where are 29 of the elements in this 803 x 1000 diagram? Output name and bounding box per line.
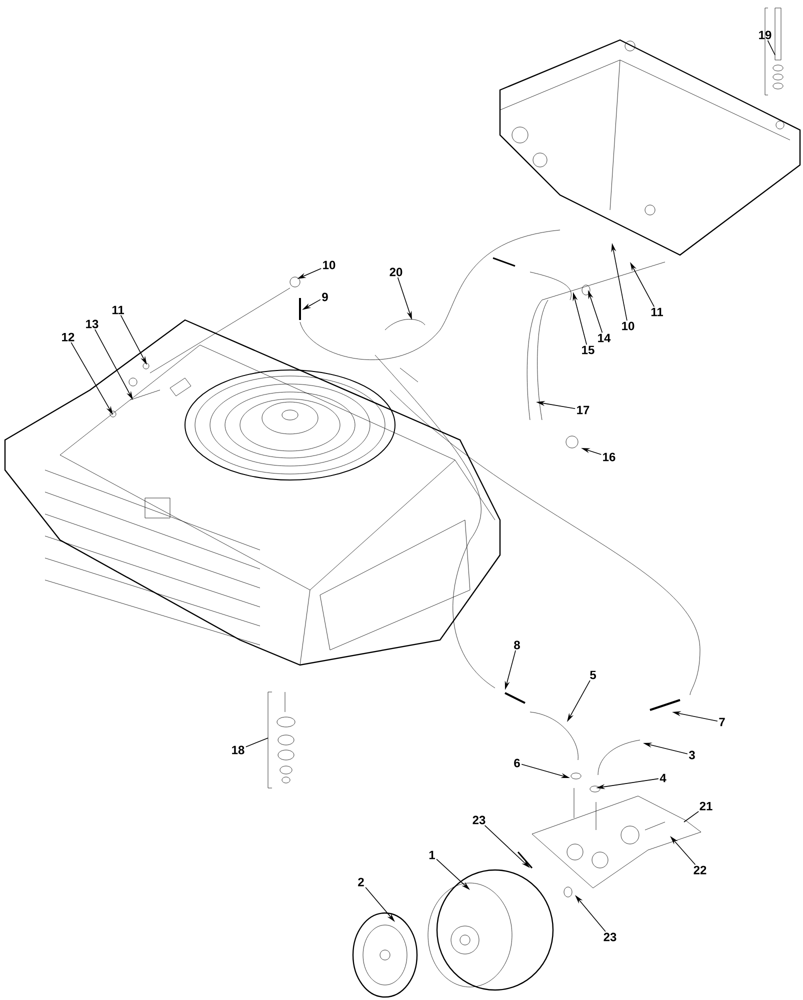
- callout-number: 17: [577, 406, 590, 414]
- callout-number: 10: [622, 322, 634, 330]
- callout-number: 12: [62, 332, 74, 342]
- callout-number: 10: [323, 260, 336, 270]
- callout-number: 14: [598, 334, 611, 342]
- callout-number: 20: [390, 268, 402, 276]
- leader-line: [684, 811, 699, 822]
- callout-number: 23: [472, 816, 486, 824]
- callout-number: 8: [514, 640, 520, 650]
- callout-number: 7: [719, 718, 725, 726]
- callout-number: 11: [651, 308, 664, 316]
- callout-number: 1: [429, 850, 435, 860]
- callout-number: 11: [112, 306, 124, 314]
- callout-number: 21: [700, 802, 712, 810]
- callout-number: 15: [582, 346, 594, 354]
- callout-number: 19: [759, 30, 772, 40]
- leader-line: [245, 738, 268, 748]
- leader-line: [767, 40, 776, 56]
- callout-number: 2: [358, 878, 364, 886]
- callout-number: 3: [688, 750, 695, 760]
- callout-number: 9: [322, 292, 328, 302]
- callout-number: 4: [660, 774, 666, 782]
- callout-number: 16: [603, 452, 616, 462]
- callout-number: 23: [604, 932, 616, 942]
- callout-number: 22: [694, 866, 706, 874]
- callout-number: 5: [590, 670, 596, 680]
- callout-number: 18: [232, 746, 244, 754]
- callout-number: 6: [514, 758, 520, 768]
- callout-number: 13: [86, 320, 98, 328]
